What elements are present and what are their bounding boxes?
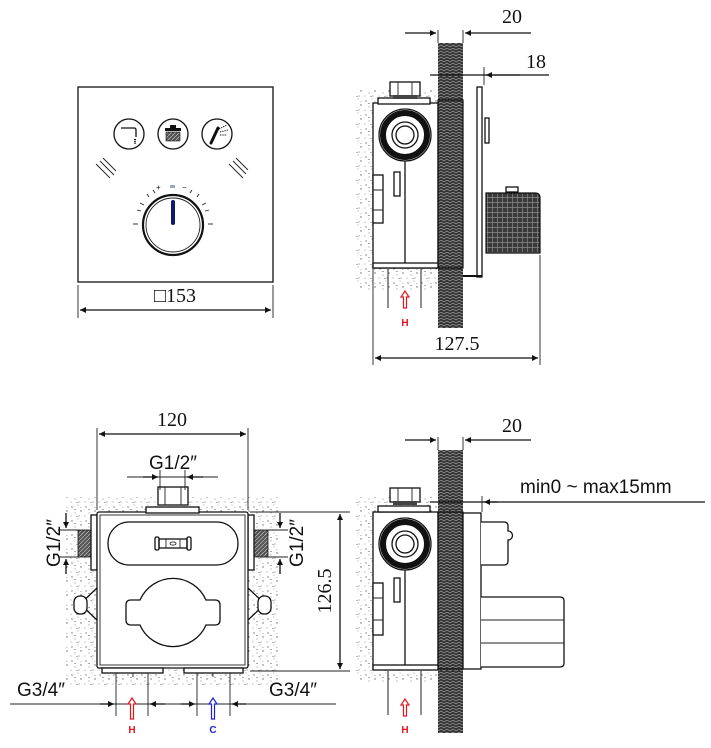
hand-shower-button xyxy=(201,118,233,150)
wall-thickness-label-bottom: 20 xyxy=(502,415,522,437)
thread-label-right: G1/2″ xyxy=(287,519,308,567)
mounting-bracket-left xyxy=(73,587,98,621)
hot-inlet-arrow-back xyxy=(126,696,138,720)
wall-section xyxy=(438,43,463,328)
side-view-top: H 20 18 127.5 xyxy=(356,6,549,365)
spout-icon xyxy=(121,127,137,144)
capsule-window xyxy=(107,521,239,566)
cold-inlet-arrow xyxy=(207,696,219,720)
cartridge-opening xyxy=(125,577,221,648)
dial-indicator xyxy=(171,200,175,225)
width-label: 120 xyxy=(157,409,187,431)
hot-inlet-label: H xyxy=(401,318,408,329)
temperature-dial: + − xyxy=(133,183,213,257)
front-view: + − □153 xyxy=(77,86,274,318)
outlet-port xyxy=(378,108,432,162)
wall-section-bottom xyxy=(438,450,463,733)
cold-label: C xyxy=(209,725,216,736)
hand-shower-icon xyxy=(209,124,229,145)
total-depth-label: 127.5 xyxy=(435,333,480,355)
hot-label-back: H xyxy=(128,725,135,736)
thread-label-top: G1/2″ xyxy=(149,453,197,474)
check-slot xyxy=(393,171,401,197)
reflection-mark-right xyxy=(228,157,249,179)
side-view-bottom: H 20 min0 ~ max15mm xyxy=(356,415,705,736)
cartridge-housing xyxy=(481,596,565,668)
spirit-level xyxy=(154,536,192,551)
rain-shower-button xyxy=(157,118,189,150)
dial-center-mark xyxy=(170,185,175,188)
adjustment-range-label: min0 ~ max15mm xyxy=(520,477,672,498)
side-thread-left xyxy=(77,529,93,558)
valve-box xyxy=(96,511,249,669)
wall-thickness-label-top: 20 xyxy=(502,6,522,28)
diverter-housing xyxy=(481,521,514,566)
height-label: 126.5 xyxy=(314,569,336,614)
plate-dimension-label: □153 xyxy=(154,285,196,307)
cover-plate xyxy=(77,86,274,283)
thread-label-left: G1/2″ xyxy=(44,519,65,567)
back-view: H C G3/4″ G3/4″ 120 G1/2″ G1/2″ G1/2″ 12… xyxy=(10,409,350,736)
hex-nut xyxy=(389,81,421,99)
mounting-frame xyxy=(462,512,482,670)
dial-knob xyxy=(141,193,205,257)
dial-minus-mark: − xyxy=(182,183,187,192)
top-nut xyxy=(157,486,189,506)
outlet-port-bottom xyxy=(378,517,432,571)
spout-button xyxy=(113,118,145,150)
mounting-bracket-right xyxy=(247,587,272,621)
cover-plate-side xyxy=(476,86,483,278)
handle-side xyxy=(485,186,541,254)
thread-label-bottom-right: G3/4″ xyxy=(269,680,317,701)
hex-nut-bottom xyxy=(389,487,421,505)
hot-inlet-arrow xyxy=(399,289,411,309)
dial-scale-ticks xyxy=(133,189,213,225)
hot-inlet-label-bottom: H xyxy=(401,725,408,736)
thread-label-bottom-left: G3/4″ xyxy=(17,680,65,701)
reflection-mark-left xyxy=(95,157,117,179)
offset-label: 18 xyxy=(526,51,546,73)
rain-shower-icon xyxy=(165,125,181,142)
dial-plus-mark: + xyxy=(156,183,161,192)
side-thread-right xyxy=(253,529,269,558)
hot-inlet-arrow-bottom xyxy=(399,697,411,717)
